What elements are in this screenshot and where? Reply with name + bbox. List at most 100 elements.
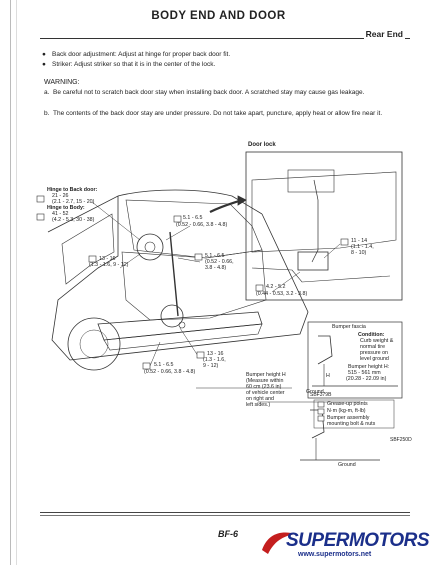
torque-icon	[36, 213, 45, 221]
legend-bolt-icon	[317, 415, 325, 422]
label-torque-51a-val: (0.52 - 0.66, 3.8 - 4.8)	[176, 222, 228, 228]
torque-icon	[173, 215, 182, 223]
watermark-logo: SUPERMOTORS	[286, 530, 430, 551]
bumper-lower	[103, 323, 263, 351]
label-h-mark: H	[326, 373, 330, 379]
footer-rule-2	[40, 515, 410, 516]
bumper-fascia-section	[317, 335, 333, 365]
legend-torque: N·m (kg-m, ft-lb)	[327, 408, 366, 414]
label-ground-1: Ground	[306, 389, 324, 395]
bullet-text: Striker: Adjust striker so that it is in…	[52, 61, 216, 68]
bullet-text: Back door adjustment: Adjust at hinge fo…	[52, 51, 231, 58]
torque-icon	[36, 195, 45, 203]
legend-bumper: Bumper assembly	[327, 415, 370, 421]
torque-icon	[340, 238, 349, 246]
label-torque-11-val: (1.1 - 1.4,	[351, 244, 374, 250]
rear-wheel	[67, 317, 121, 371]
torque-icon	[194, 253, 203, 261]
label-bumper-height: Bumper height H	[246, 372, 286, 378]
torque-icon	[88, 255, 97, 263]
label-hinge-back: Hinge to Back door:	[47, 187, 98, 193]
warning-label: b.	[44, 110, 50, 117]
label-torque-42-val: (0.44 - 0.53, 3.2 - 3.8)	[256, 291, 308, 297]
legend-box	[313, 399, 395, 429]
leader-13a	[119, 253, 141, 269]
torque-icon	[142, 362, 151, 370]
leader-51a	[165, 225, 191, 241]
leader-42	[271, 271, 301, 293]
label-door-lock: Door lock	[248, 142, 276, 148]
watermark: SUPERMOTORS www.supermotors.net	[258, 526, 434, 562]
torque-icon	[255, 284, 264, 292]
label-torque-13b: 13 - 16	[207, 351, 224, 357]
warning-heading: WARNING:	[44, 79, 80, 86]
bullet-dot: ●	[42, 61, 46, 68]
label-condition: Condition:	[358, 332, 385, 338]
label-torque-11: 11 - 14	[351, 238, 368, 244]
door-inner-panel	[251, 171, 397, 253]
rear-window	[125, 199, 263, 259]
lock-bracket	[287, 169, 335, 193]
watermark-url: www.supermotors.net	[298, 551, 372, 558]
leader-51b	[177, 257, 201, 263]
bumper-height-inset	[307, 321, 403, 399]
label-condition-4: pressure on	[360, 350, 388, 356]
back-door-panel	[121, 249, 267, 321]
label-torque-51a: 5.1 - 6.5	[183, 215, 203, 221]
torque-icons	[36, 195, 349, 422]
rear-bumper	[97, 311, 263, 341]
vehicle-body-outline	[47, 195, 309, 361]
label-bumper-height-2: (Measure within	[246, 378, 284, 384]
leader-11	[323, 243, 341, 259]
label-hinge-body-val1: 41 - 52	[52, 211, 69, 217]
leader-hinge	[91, 201, 141, 241]
page-number: BF-6	[218, 529, 238, 539]
label-torque-11-val2: 8 - 10)	[351, 250, 367, 256]
label-torque-42: 4.2 - 5.2	[266, 284, 286, 290]
label-bh-2: 515 - 561 mm	[348, 370, 381, 376]
label-torque-51b-val2: 3.8 - 4.8)	[205, 265, 227, 271]
bullet-dot: ●	[42, 51, 46, 58]
label-torque-51b: 5.1 - 6.5	[205, 253, 225, 259]
lock-body	[297, 251, 329, 271]
callout-arrow	[209, 198, 243, 213]
stay-detail	[160, 304, 184, 328]
binding-edge	[10, 0, 11, 565]
label-bumper-height-4: of vehicle center	[246, 390, 285, 396]
label-code-1: SBF379B	[310, 392, 332, 398]
label-ground-2: Ground	[338, 462, 356, 468]
label-condition-3: normal tire	[360, 344, 386, 350]
label-bumper-height-5: on right and	[246, 396, 274, 402]
bullet-back-door: ● Back door adjustment: Adjust at hinge …	[42, 51, 402, 59]
vehicle-roof-line	[117, 189, 263, 215]
label-bumper-height-3: 60 cm (23.6 in)	[246, 384, 282, 390]
footer-rule	[40, 512, 410, 513]
legend-bumper-2: mounting bolt & nuts	[327, 421, 376, 427]
callout-arrowhead	[237, 195, 247, 206]
label-torque-51c: 5.1 - 6.5	[154, 362, 174, 368]
section-title: Rear End	[363, 29, 405, 39]
header-rule	[40, 38, 410, 39]
label-condition-5: level ground	[360, 356, 389, 362]
legend-grease: Grease-up points	[327, 401, 368, 407]
back-door-stay	[169, 231, 179, 317]
leader-51c	[149, 341, 161, 367]
rear-wheel-inner	[79, 329, 109, 359]
label-hinge-back-val1: 21 - 26	[52, 193, 69, 199]
label-condition-2: Curb weight &	[360, 338, 394, 344]
torque-icon	[196, 351, 205, 359]
lower-door-edge	[251, 267, 391, 283]
hinge-detail	[136, 233, 164, 261]
leader-13b	[179, 327, 199, 357]
label-torque-13b-val2: 9 - 12)	[203, 363, 219, 369]
hinge-detail-inner	[144, 241, 156, 253]
binding-edge-inner	[16, 0, 17, 565]
door-lock-inset	[245, 151, 403, 301]
label-hinge-back-val2: (2.1 - 2.7, 15 - 20)	[52, 199, 95, 205]
watermark-swoosh-icon	[262, 532, 296, 554]
label-torque-13b-val: (1.3 - 1.6,	[203, 357, 226, 363]
label-torque-13a-val: (1.3 - 1.6, 9 - 12)	[89, 262, 129, 268]
label-hinge-body: Hinge to Body:	[47, 205, 85, 211]
warning-item-b: b. The contents of the back door stay ar…	[44, 110, 404, 118]
